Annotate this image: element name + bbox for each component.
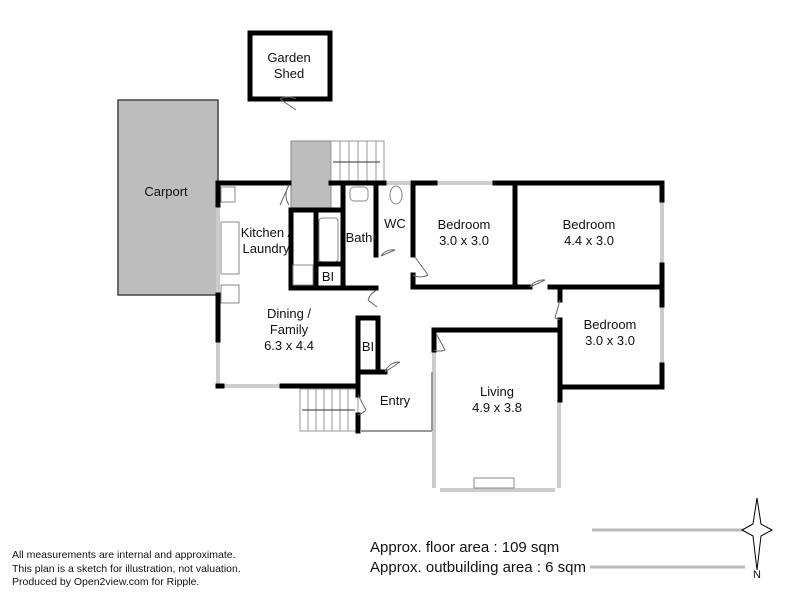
room-bi-2: BI bbox=[361, 339, 375, 354]
room-size: 3.0 x 3.0 bbox=[585, 333, 635, 348]
room-size: 4.9 x 3.8 bbox=[472, 400, 522, 415]
thin-walls bbox=[360, 372, 433, 432]
garden-shed-walls bbox=[247, 30, 333, 102]
compass-north-label: N bbox=[753, 569, 761, 581]
room-name: Shed bbox=[273, 66, 305, 81]
bathtub bbox=[318, 217, 339, 263]
room-carport: Carport bbox=[144, 184, 188, 199]
disclaimer: All measurements are internal and approx… bbox=[12, 549, 241, 590]
room-name: Bedroom bbox=[562, 217, 616, 232]
room-kitchen: Kitchen / Laundry bbox=[241, 225, 292, 257]
windows bbox=[216, 181, 664, 492]
room-name: Family bbox=[269, 322, 309, 337]
room-dining: Dining / Family 6.3 x 4.4 bbox=[264, 306, 314, 354]
room-name: Garden bbox=[267, 50, 311, 65]
walls bbox=[215, 30, 665, 434]
disclaimer-line: All measurements are internal and approx… bbox=[12, 549, 236, 561]
room-size: 3.0 x 3.0 bbox=[439, 233, 489, 248]
room-name: Kitchen / bbox=[240, 225, 292, 240]
rear-landing bbox=[290, 140, 332, 210]
room-living: Living 4.9 x 3.8 bbox=[472, 384, 522, 416]
room-name: Dining / bbox=[266, 306, 312, 321]
room-name: Laundry bbox=[242, 241, 290, 256]
room-bi-1: BI bbox=[321, 269, 335, 284]
fixtures bbox=[220, 185, 515, 489]
room-bath: Bath bbox=[345, 230, 373, 245]
rear-stairs bbox=[330, 140, 385, 185]
room-garden-shed: Garden Shed bbox=[267, 50, 310, 82]
doors bbox=[279, 96, 561, 416]
room-size: 6.3 x 4.4 bbox=[264, 338, 314, 353]
carport-area bbox=[117, 99, 219, 296]
room-bedroom-1: Bedroom 3.0 x 3.0 bbox=[438, 217, 491, 249]
disclaimer-line: This plan is a sketch for illustration, … bbox=[12, 562, 241, 575]
disclaimer-line: Produced by Open2view.com for Ripple. bbox=[12, 576, 200, 588]
room-entry: Entry bbox=[379, 393, 411, 408]
room-name: Living bbox=[480, 384, 514, 399]
room-bedroom-2: Bedroom 4.4 x 3.0 bbox=[563, 217, 616, 249]
outbuilding-area: Approx. outbuilding area : 6 sqm bbox=[370, 559, 586, 576]
compass-icon bbox=[590, 497, 774, 571]
room-wc: WC bbox=[384, 216, 406, 231]
room-bedroom-3: Bedroom 3.0 x 3.0 bbox=[584, 317, 637, 349]
room-name: Bedroom bbox=[583, 317, 637, 332]
area-summary: Approx. floor area : 109 sqm Approx. out… bbox=[370, 538, 586, 578]
floor-area: Approx. floor area : 109 sqm bbox=[370, 539, 560, 556]
room-name: Bedroom bbox=[437, 217, 491, 232]
room-size: 4.4 x 3.0 bbox=[564, 233, 614, 248]
front-stairs bbox=[299, 388, 359, 432]
